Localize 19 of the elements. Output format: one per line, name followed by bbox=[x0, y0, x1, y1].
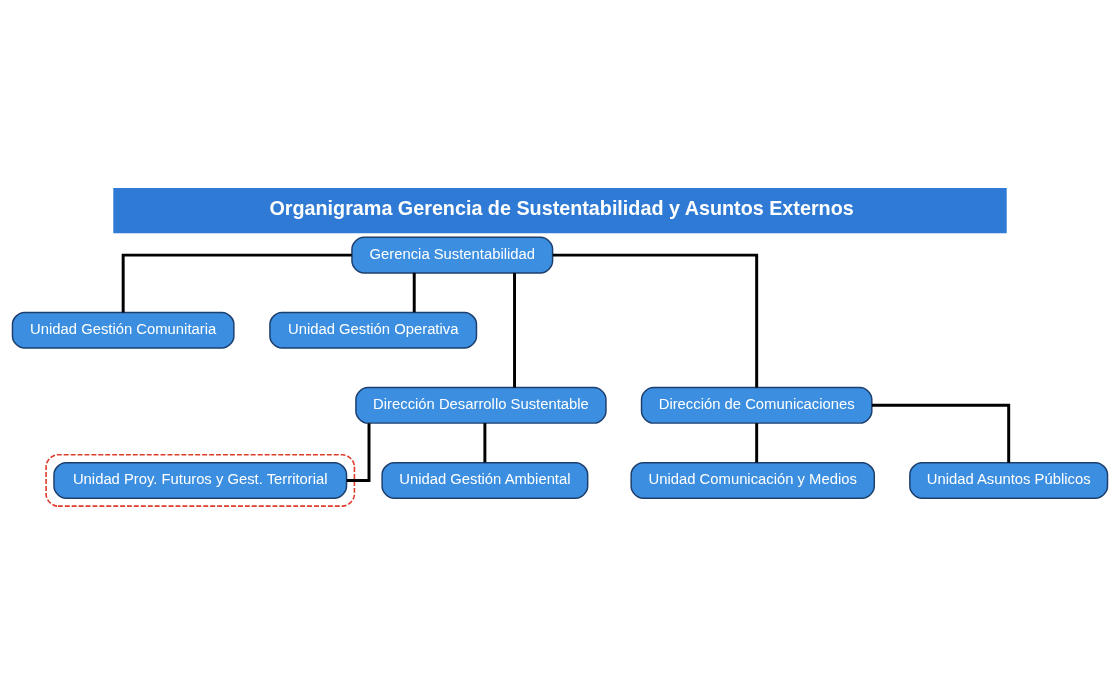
connector bbox=[483, 423, 487, 463]
connector bbox=[755, 423, 759, 463]
connector bbox=[872, 403, 1011, 463]
cluster bbox=[45, 453, 356, 507]
node-box: Unidad Gestión Operativa bbox=[269, 311, 478, 349]
connector bbox=[513, 272, 516, 388]
node-box: Unidad Comunicación y Medios bbox=[630, 461, 875, 499]
node-box: Unidad Gestión Comunitaria bbox=[11, 311, 235, 349]
node-box: Unidad Proy. Futuros y Gest. Territorial bbox=[53, 461, 348, 499]
connector bbox=[121, 253, 352, 313]
node-box: Unidad Asuntos Públicos bbox=[909, 461, 1109, 499]
connector bbox=[412, 272, 416, 313]
connector bbox=[552, 253, 759, 388]
node-box: Dirección de Comunicaciones bbox=[640, 386, 873, 424]
node-box: Gerencia Sustentabilidad bbox=[351, 236, 554, 274]
node-box: Dirección Desarrollo Sustentable bbox=[355, 386, 607, 424]
diagram-title: Organigrama Gerencia de Sustentabilidad y Asuntos Externos bbox=[269, 196, 854, 219]
node-box: Unidad Gestión Ambiental bbox=[381, 461, 589, 499]
connector bbox=[346, 423, 371, 482]
